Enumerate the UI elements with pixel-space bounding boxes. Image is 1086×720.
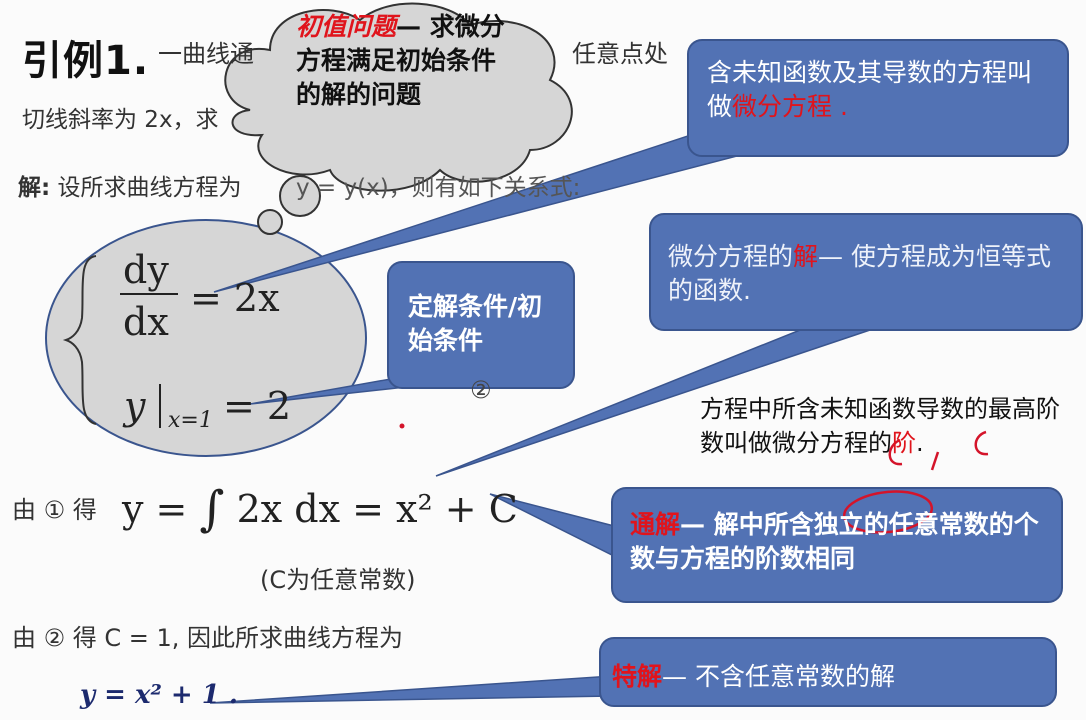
thought-cloud <box>224 2 573 235</box>
callout-conditions <box>387 261 575 389</box>
solution-label: 解: <box>18 175 51 201</box>
example-title: 引例1. <box>22 38 150 84</box>
integral-expression: y = ∫ 2x dx = x² + C <box>122 478 518 537</box>
callout-particular <box>599 637 1057 707</box>
cloud-text: 初值问题— 求微分方程满足初始条件的解的问题 <box>296 10 516 112</box>
example-title-text: 一曲线通 <box>158 40 254 68</box>
callout-conditions-text: 定解条件/初始条件 <box>408 292 543 355</box>
callout-solution-def-text2: — 使方程成为恒等式的函数. <box>668 242 1051 305</box>
equation-rhs-2: = 2 <box>223 384 292 428</box>
solution-line-tail: y = y(x)，则有如下关系式: <box>296 175 581 201</box>
equation-rhs-1: = 2x <box>190 276 280 320</box>
equation-dx: dx <box>123 300 169 344</box>
solution-line: 解: 设所求曲线方程为 <box>18 168 242 202</box>
final-equation: y = x² + 1 . <box>80 680 238 710</box>
order-definition-red: 阶 <box>892 429 916 457</box>
callout-particular-text: 特解— 不含任意常数的解 <box>612 660 1032 694</box>
integral-integrand: 2x dx <box>224 487 341 531</box>
problem-line-2: 切线斜率为 2x，求 <box>22 107 219 133</box>
callout-de-def-red: 微分方程 <box>732 92 833 121</box>
callout-solution-def-text1: 微分方程的 <box>668 242 794 271</box>
callout-de-def <box>687 39 1069 157</box>
callout-de-def-text2: . <box>832 92 848 121</box>
callout-solution-def-red: 解 <box>793 242 819 271</box>
equation-y: y <box>124 384 146 428</box>
handwritten-mark-3 <box>974 430 989 456</box>
callout-de-def-text: 含未知函数及其导数的方程叫做微分方程 . <box>707 56 1047 124</box>
example-title-tail: 任意点处 <box>572 40 668 68</box>
handwritten-dot <box>399 423 405 429</box>
callout-general-desc: — 解中所含独立的任意常数的个数与方程的阶数相同 <box>630 510 1039 573</box>
pointer-particular <box>209 675 613 704</box>
callout-de-def-text1: 含未知函数及其导数的方程叫做 <box>707 58 1033 121</box>
callout-solution-def <box>649 213 1083 331</box>
constant-note: (C为任意常数) <box>260 566 416 594</box>
order-definition: 方程中所含未知函数导数的最高阶数叫做微分方程的阶. <box>700 392 1080 460</box>
callout-solution-def-text: 微分方程的解— 使方程成为恒等式的函数. <box>668 240 1068 308</box>
integral-result: = x² + C <box>340 487 518 531</box>
callout-general <box>611 487 1063 603</box>
system-brace <box>62 255 97 425</box>
step1-label: 由 ① 得 <box>12 496 97 524</box>
integral-sign: ∫ <box>199 481 225 537</box>
equation-number-2: ② <box>470 376 492 404</box>
callout-particular-red: 特解 <box>612 662 663 691</box>
cloud-red-term: 初值问题 <box>296 12 397 41</box>
equation-dy: dy <box>123 248 169 292</box>
equation-subscript: x=1 <box>168 408 213 433</box>
callout-general-text: 通解— 解中所含独立的任意常数的个数与方程的阶数相同 <box>630 508 1050 576</box>
handwritten-mark-1 <box>888 438 903 466</box>
callout-general-red: 通解 <box>630 510 681 539</box>
solution-text: 设所求曲线方程为 <box>50 175 242 201</box>
order-definition-end: . <box>916 429 924 457</box>
integral-left: y = <box>122 487 188 531</box>
order-definition-text: 方程中所含未知函数导数的最高阶数叫做微分方程的 <box>700 395 1060 457</box>
cloud-description: — 求微分方程满足初始条件的解的问题 <box>296 12 505 109</box>
handwritten-circle <box>842 490 934 534</box>
step2-label: 由 ② 得 C = 1, 因此所求曲线方程为 <box>12 624 404 652</box>
handwritten-mark-2 <box>930 451 940 471</box>
callout-particular-desc: — 不含任意常数的解 <box>662 662 895 691</box>
